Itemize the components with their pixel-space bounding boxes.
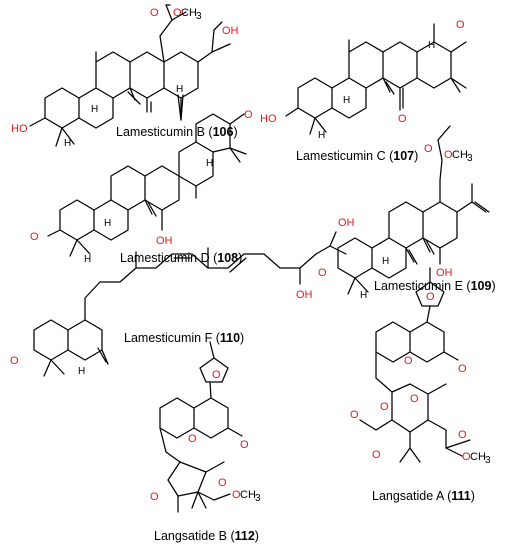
- compound-number: 111: [451, 489, 471, 503]
- hydroxyl-left-label: HO: [11, 123, 28, 135]
- compound-name: Lamesticumin F: [124, 331, 213, 345]
- methyl-subscript: 3: [467, 153, 473, 164]
- compound-number: 106: [212, 125, 234, 139]
- hydrogen-label: H: [176, 84, 183, 95]
- ketone-oxygen-label: O: [10, 355, 19, 367]
- ester-methyl-label: CH: [181, 7, 197, 19]
- ester-oxygen-label: O: [462, 451, 471, 463]
- compound-label-lamesticumin-f: Lamesticumin F (110): [124, 331, 245, 345]
- ketone-oxygen-label: O: [244, 109, 253, 121]
- furan-oxygen-label: O: [212, 369, 221, 381]
- ketone-oxygen-label: O: [30, 231, 39, 243]
- oxygen-label: O: [150, 7, 159, 19]
- ketone-oxygen-label: O: [318, 267, 327, 279]
- furan-oxygen-label: O: [426, 291, 435, 303]
- ketone-oxygen-label: O: [456, 19, 465, 31]
- structure-langsatide-a: [359, 267, 471, 463]
- compound-name: Lamesticumin B: [116, 125, 205, 139]
- hydrogen-label: H: [64, 138, 71, 149]
- compound-number: 112: [234, 529, 255, 543]
- structure-lamesticumin-b: [29, 4, 231, 147]
- compound-label-lamesticumin-e: Lamesticumin E (109): [374, 279, 496, 293]
- hydroxyl-left-label: HO: [260, 113, 277, 125]
- ester-oxygen-label: O: [232, 489, 241, 501]
- compound-name: Langsatide B: [154, 529, 227, 543]
- lactone-carbonyl-oxygen: O: [458, 363, 467, 375]
- compound-name: Lamesticumin D: [120, 251, 210, 265]
- structure-lamesticumin-c: [285, 23, 467, 135]
- compound-label-lamesticumin-d: Lamesticumin D (108): [120, 251, 243, 265]
- structure-langsatide-b: [159, 341, 243, 513]
- structure-lamesticumin-f: [33, 231, 347, 377]
- ester-oxygen-label: O: [444, 149, 453, 161]
- hydrogen-label: H: [206, 158, 213, 169]
- ketone-oxygen-label: O: [150, 491, 159, 503]
- compound-number: 110: [219, 331, 241, 345]
- hydrogen-label: H: [78, 366, 85, 377]
- lactone-oxygen-label: O: [404, 355, 413, 367]
- ester-carbonyl-oxygen: O: [458, 429, 467, 441]
- structure-lamesticumin-d: [47, 113, 247, 257]
- compound-label-lamesticumin-c: Lamesticumin C (107): [296, 149, 419, 163]
- hydrogen-label: H: [104, 218, 111, 229]
- methyl-subscript: 3: [255, 493, 261, 504]
- hydroxyl-label: OH: [296, 289, 313, 301]
- ketone-oxygen-label: O: [410, 393, 419, 405]
- compound-number: 107: [393, 149, 415, 163]
- compound-label-langsatide-b: Langsatide B (112): [154, 529, 259, 543]
- compound-number: 109: [470, 279, 492, 293]
- structure-lamesticumin-e: [337, 125, 490, 295]
- lactone-carbonyl-oxygen: O: [240, 439, 249, 451]
- hydroxyl-label: OH: [156, 235, 173, 247]
- hydroxyl-label: OH: [436, 267, 453, 279]
- ester-carbonyl-oxygen: O: [218, 477, 227, 489]
- hydrogen-label: H: [382, 256, 389, 267]
- methyl-subscript: 3: [485, 455, 491, 466]
- hydrogen-label: H: [428, 40, 435, 51]
- hydrogen-label: H: [360, 290, 367, 301]
- ketone-oxygen-label: O: [372, 449, 381, 461]
- compound-name: Lamesticumin E: [374, 279, 463, 293]
- compound-label-lamesticumin-b: Lamesticumin B (106): [116, 125, 238, 139]
- ketone-oxygen-label: O: [398, 113, 407, 125]
- lactone-oxygen-label: O: [188, 433, 197, 445]
- compound-name: Lamesticumin C: [296, 149, 386, 163]
- acetyl-carbonyl-oxygen: O: [350, 409, 359, 421]
- ester-oxygen-label: O: [173, 7, 182, 19]
- ester-carbonyl-oxygen: O: [424, 143, 433, 155]
- hydroxyl-label: OH: [222, 25, 239, 37]
- hydrogen-label: H: [318, 130, 325, 141]
- hydrogen-label: H: [91, 104, 98, 115]
- methyl-subscript: 3: [196, 11, 202, 22]
- compound-label-langsatide-a: Langsatide A (111): [372, 489, 475, 503]
- hydrogen-label: H: [84, 254, 91, 265]
- hydrogen-label: H: [343, 95, 350, 106]
- acetoxy-oxygen-label: O: [380, 401, 389, 413]
- compound-number: 108: [217, 251, 239, 265]
- ester-methyl-label: CH: [240, 489, 256, 501]
- hydroxyl-label: OH: [338, 217, 355, 229]
- ester-methyl-label: CH: [452, 149, 468, 161]
- ester-methyl-label: CH: [470, 451, 486, 463]
- compound-name: Langsatide A: [372, 489, 444, 503]
